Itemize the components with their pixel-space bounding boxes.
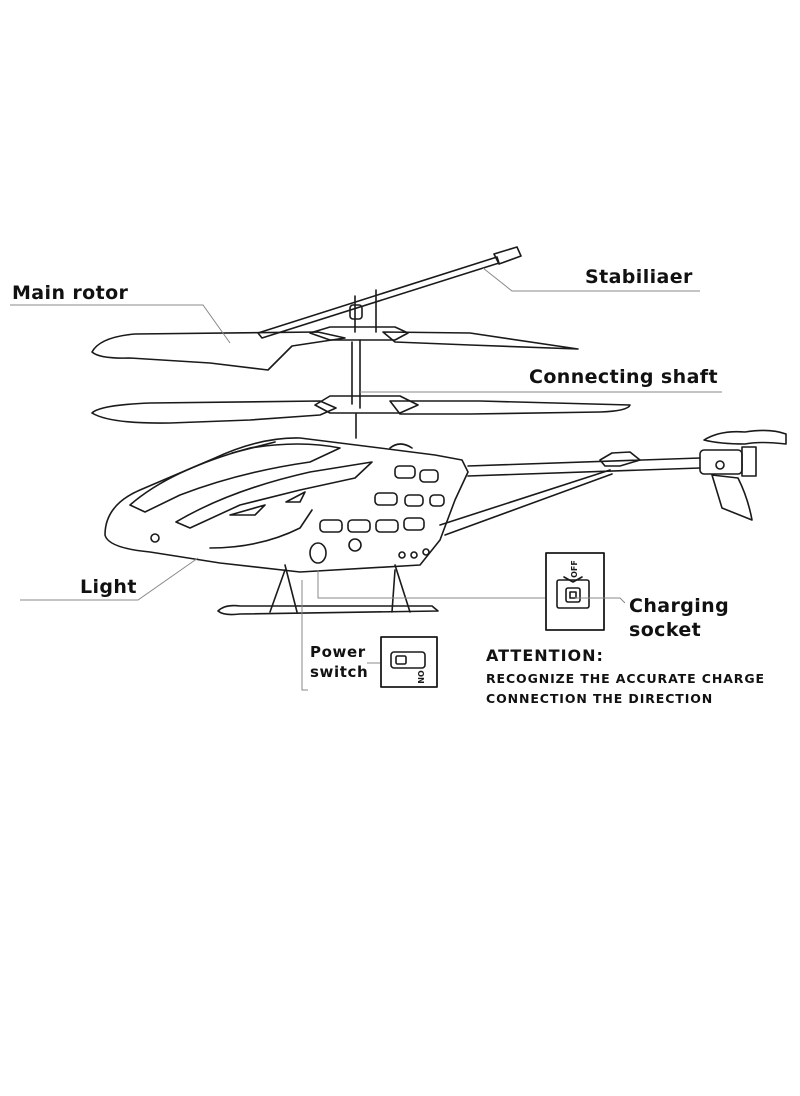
fuselage xyxy=(104,437,469,573)
stabilizer-label: Stabiliaer xyxy=(585,266,693,288)
power-switch-label: Power switch xyxy=(310,642,368,682)
attention-line-1: RECOGNIZE THE ACCURATE CHARGE xyxy=(486,671,765,686)
main-rotor-upper xyxy=(91,326,579,409)
charging-socket-inset xyxy=(545,552,605,631)
main-rotor-lower xyxy=(91,395,631,439)
tail-rotor xyxy=(699,429,787,521)
tail-boom xyxy=(439,451,701,536)
charging-socket-off-mark: OFF xyxy=(570,560,579,578)
charging-socket-label-line2: socket xyxy=(629,619,702,641)
main-rotor-label: Main rotor xyxy=(12,282,129,304)
leader-lines xyxy=(10,267,722,691)
charging-socket-label-line1: Charging xyxy=(629,595,730,617)
power-switch-on-mark: ON xyxy=(416,670,425,684)
landing-gear xyxy=(217,564,439,616)
power-switch-inset xyxy=(380,636,438,688)
connecting-shaft-label: Connecting shaft xyxy=(529,366,718,388)
attention-title: ATTENTION: xyxy=(486,646,604,665)
charging-socket-label: Charging socket xyxy=(629,594,729,642)
power-switch-label-line1: Power xyxy=(310,643,366,661)
attention-line-2: CONNECTION THE DIRECTION xyxy=(486,691,714,706)
light-label: Light xyxy=(80,576,137,598)
stabilizer-bar xyxy=(257,246,522,339)
power-switch-label-line2: switch xyxy=(310,663,369,681)
